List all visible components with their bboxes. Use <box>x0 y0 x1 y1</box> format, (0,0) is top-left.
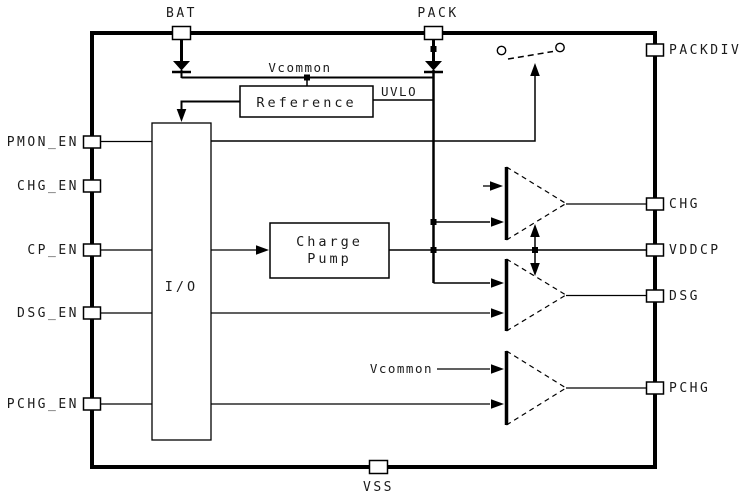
switch-blade <box>507 50 554 60</box>
chg-driver-icon <box>504 166 567 241</box>
pin-pchg-en <box>82 397 102 411</box>
pin-pack <box>423 25 444 41</box>
charge-pump-block <box>269 222 390 279</box>
pin-label-dsg-en: DSG_EN <box>17 306 79 321</box>
pin-chg <box>645 197 665 211</box>
net-label-vcommon-pchg: Vcommon <box>370 361 433 376</box>
pin-pmon-en <box>82 135 102 149</box>
pin-label-vddcp: VDDCP <box>669 243 721 258</box>
junction-pack-drop <box>430 46 437 52</box>
pin-packdiv <box>645 43 665 57</box>
pin-chg-en <box>82 179 102 193</box>
pin-label-pack: PACK <box>417 6 458 21</box>
pin-label-chg-en: CHG_EN <box>17 179 79 194</box>
net-label-uvlo: UVLO <box>381 84 417 99</box>
pin-vss <box>368 459 389 475</box>
charge-pump-label-line2: Pump <box>307 251 352 267</box>
pin-label-pchg-en: PCHG_EN <box>7 397 79 412</box>
pin-label-bat: BAT <box>166 6 197 21</box>
reference-block <box>239 85 374 118</box>
io-block <box>151 122 212 441</box>
junction-vddcp-rail <box>430 247 437 253</box>
net-label-vcommon-top: Vcommon <box>268 60 331 75</box>
pin-label-dsg: DSG <box>669 289 700 304</box>
switch-terminal-left <box>496 45 507 56</box>
reference-block-label: Reference <box>256 95 356 111</box>
pin-label-vss: VSS <box>363 480 394 495</box>
switch-icon <box>496 42 565 60</box>
io-block-label: I/O <box>165 279 198 295</box>
pin-pchg <box>645 381 665 395</box>
wire-pmon-en-to-switch <box>211 74 536 142</box>
pin-label-chg: CHG <box>669 197 700 212</box>
pin-label-cp-en: CP_EN <box>27 243 79 258</box>
pin-bat <box>171 25 192 41</box>
pin-label-pmon-en: PMON_EN <box>7 135 79 150</box>
switch-terminal-right <box>555 42 565 53</box>
charge-pump-label-line1: Charge <box>296 234 363 250</box>
pchg-driver-icon <box>504 350 567 426</box>
wire-reference-to-io <box>180 100 240 112</box>
pin-dsg <box>645 289 665 303</box>
pin-label-packdiv: PACKDIV <box>669 43 741 58</box>
pin-label-pchg: PCHG <box>669 381 710 396</box>
pin-vddcp <box>645 243 665 257</box>
dsg-driver-icon <box>504 258 567 332</box>
pin-dsg-en <box>82 306 102 320</box>
pin-cp-en <box>82 243 102 257</box>
